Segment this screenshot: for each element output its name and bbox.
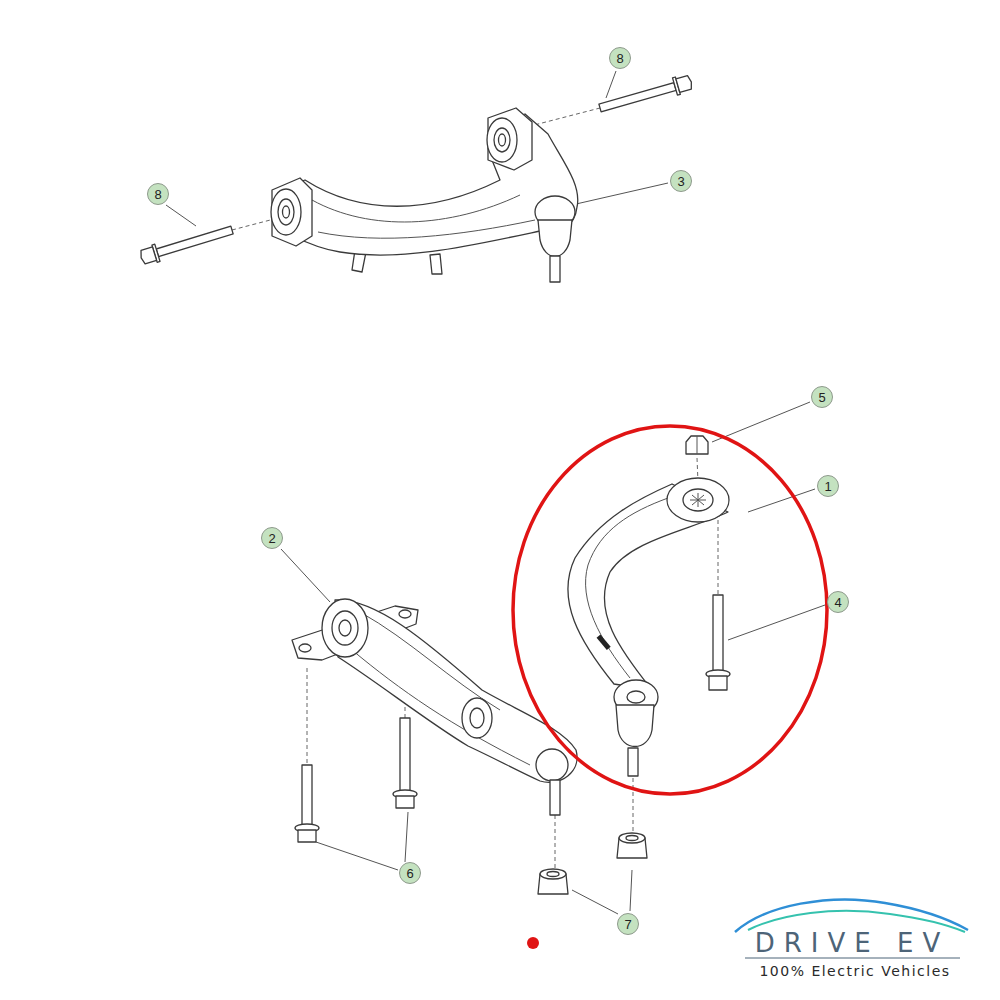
bolt-shaft	[156, 226, 233, 256]
ball-stud	[628, 748, 638, 776]
leader-lines	[166, 71, 825, 914]
bolt	[393, 718, 417, 808]
callout-number: 4	[827, 591, 849, 613]
callout-number: 6	[399, 862, 421, 884]
bushing	[462, 698, 492, 738]
part-marking	[597, 635, 611, 650]
leader-line	[576, 183, 668, 204]
arm-body	[335, 600, 577, 782]
bolt-head	[709, 676, 727, 690]
bushing-housing	[488, 108, 532, 170]
bushing-eye	[667, 478, 729, 522]
bolt-head	[676, 75, 693, 92]
leader-line	[728, 605, 825, 640]
bolt-head	[139, 247, 156, 264]
axis-line	[307, 668, 308, 765]
arm-body	[285, 114, 578, 255]
ball-joint-boot	[538, 220, 572, 257]
bolt	[139, 221, 235, 266]
bushing	[683, 489, 713, 511]
logo-text: DRIVE EV	[755, 928, 949, 958]
highlight-ring	[513, 426, 827, 794]
callout-number: 8	[147, 183, 169, 205]
nut	[617, 833, 647, 858]
arm-contour	[586, 498, 668, 678]
bolt	[598, 73, 694, 116]
logo-swoosh	[735, 900, 968, 932]
callout-number: 3	[670, 170, 692, 192]
callout-number: 7	[617, 913, 639, 935]
ball-stud	[550, 780, 560, 815]
callout-number: 2	[261, 527, 283, 549]
leader-line	[281, 549, 330, 602]
leader-line	[748, 489, 815, 512]
bolt-shaft	[400, 718, 410, 793]
callout-number: 8	[609, 47, 631, 69]
nut-edge	[697, 436, 698, 454]
arm-contour	[352, 612, 530, 765]
leader-line	[166, 205, 196, 226]
nut	[538, 869, 568, 894]
bolt-head	[298, 830, 316, 842]
bushing-bore	[283, 206, 290, 218]
nut-bore	[547, 872, 559, 877]
bushing-sleeve	[332, 611, 358, 645]
leader-line	[712, 402, 810, 442]
lower-control-arm	[292, 599, 577, 815]
bushing-bore	[339, 620, 351, 636]
bushing-detail	[690, 493, 706, 507]
bolt-head	[396, 796, 414, 808]
mount-hole	[299, 644, 311, 652]
nut	[686, 436, 708, 454]
upper-control-arm	[271, 108, 578, 282]
leader-line	[606, 71, 616, 98]
bolt	[706, 595, 730, 690]
ball-joint	[536, 749, 568, 781]
bushing-bore	[499, 134, 506, 146]
bushing-sleeve	[494, 128, 510, 152]
ball-joint-boot	[616, 705, 654, 747]
callout-number: 1	[817, 475, 839, 497]
red-dot	[527, 937, 539, 949]
ball-joint-cap	[627, 691, 645, 703]
nut-top	[619, 833, 645, 843]
bolt-shaft	[302, 765, 312, 827]
axis-lines	[232, 108, 718, 870]
bushing	[322, 599, 368, 657]
axis-line	[232, 218, 278, 230]
bushing-sleeve	[278, 199, 294, 225]
bushing	[271, 189, 301, 235]
leader-line	[572, 870, 632, 914]
bolt	[295, 765, 319, 842]
nut-body	[686, 436, 708, 454]
axis-line	[633, 778, 634, 835]
bushing-housing	[272, 178, 312, 246]
bushing	[487, 118, 517, 162]
leader-line	[316, 812, 408, 870]
arm-contour	[312, 195, 535, 238]
logo-tagline: 100% Electric Vehicles	[759, 963, 950, 979]
bolt-shaft	[599, 83, 676, 112]
callout-number: 5	[811, 386, 833, 408]
nut-top	[540, 869, 566, 879]
ball-stud	[550, 256, 560, 282]
bolt-shaft	[713, 595, 723, 673]
nut-bore	[626, 836, 638, 841]
lower-link-arm	[568, 478, 729, 776]
logo-mark	[735, 900, 968, 958]
mount-hole	[399, 610, 411, 618]
axis-line	[555, 815, 556, 870]
bushing-bore	[470, 708, 484, 728]
